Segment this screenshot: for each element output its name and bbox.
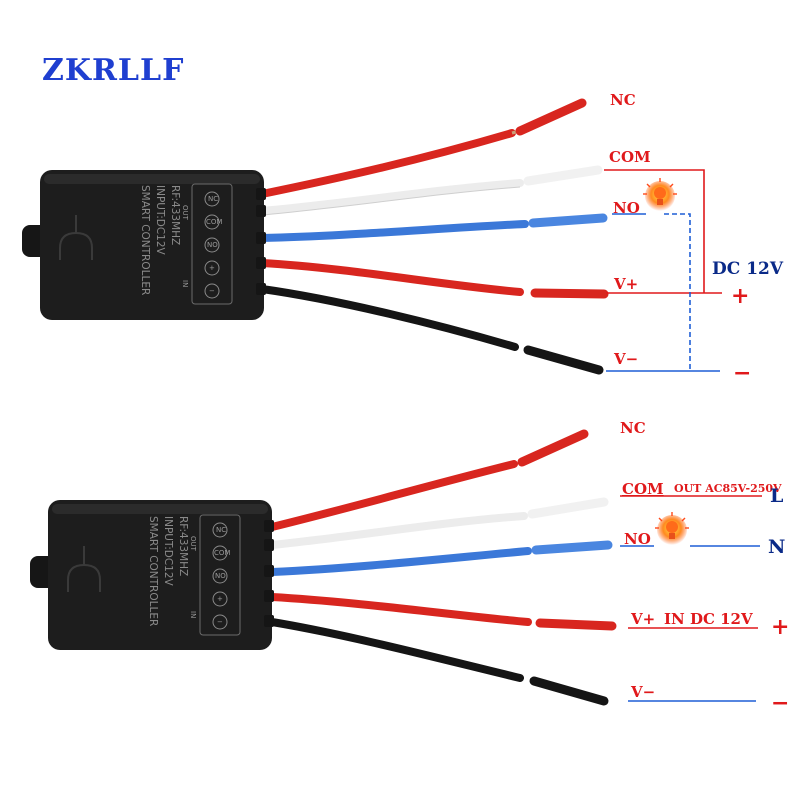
bottom-n-label: N xyxy=(768,536,785,558)
light-bulb-icon xyxy=(655,512,689,545)
nc-wire-tip xyxy=(515,98,587,136)
top-vplus-label: V+ xyxy=(613,275,638,293)
light-bulb-icon xyxy=(643,178,677,211)
terminal-no: NO xyxy=(207,241,218,249)
top-com-label: COM xyxy=(609,148,651,166)
vminus-wire-tip xyxy=(523,345,604,375)
top-vminus-label: V− xyxy=(613,350,638,368)
terminal-in-label: IN xyxy=(189,611,197,618)
terminal-nc: NC xyxy=(208,195,218,203)
bottom-controller: SMART CONTROLLER INPUT:DC12V RF:433MHZ O… xyxy=(30,500,274,650)
top-wires xyxy=(258,98,609,375)
terminal-circles xyxy=(212,522,228,630)
terminal-out-label: OUT xyxy=(181,205,189,221)
top-unit: SMART CONTROLLER INPUT:DC12V RF:433MHZ O… xyxy=(22,91,784,386)
vminus-wire-tip xyxy=(529,676,609,706)
top-minus-sign: − xyxy=(733,360,751,386)
terminal-circles xyxy=(204,191,220,299)
terminal-in-label: IN xyxy=(181,280,189,287)
bottom-minus-sign: − xyxy=(771,690,789,716)
com-wire-tip xyxy=(527,497,609,519)
no-wire-tip xyxy=(528,213,608,228)
no-wire xyxy=(258,220,529,242)
terminal-plus: + xyxy=(209,264,215,272)
com-wire xyxy=(268,512,528,549)
controller-line3: RF:433MHZ xyxy=(169,185,181,245)
top-supply-label: DC 12V xyxy=(712,259,784,279)
bottom-wires xyxy=(268,429,617,706)
terminal-com: COM xyxy=(214,549,230,557)
bottom-in-dc-label: IN DC 12V xyxy=(664,610,753,628)
controller-line3: RF:433MHZ xyxy=(177,516,189,576)
terminal-plus: + xyxy=(217,595,223,603)
top-plus-sign: + xyxy=(731,283,749,309)
bottom-com-label: COM xyxy=(622,480,664,498)
bottom-circuit-lines xyxy=(620,495,762,702)
bottom-vminus-label: V− xyxy=(630,683,655,701)
controller-line2: INPUT:DC12V xyxy=(162,516,174,587)
controller-line1: SMART CONTROLLER xyxy=(147,516,159,626)
vminus-wire xyxy=(258,285,519,351)
terminal-minus: − xyxy=(209,287,215,295)
terminal-out-label: OUT xyxy=(189,536,197,552)
com-wire-tip xyxy=(523,165,603,186)
com-wire xyxy=(258,179,524,215)
terminal-nc: NC xyxy=(216,526,226,534)
vplus-wire-tip xyxy=(530,288,609,299)
bottom-l-label: L xyxy=(770,485,783,507)
bottom-vplus-label: V+ xyxy=(630,610,655,628)
terminal-minus: − xyxy=(217,618,223,626)
vminus-wire xyxy=(268,618,524,682)
top-no-label: NO xyxy=(613,199,640,217)
bottom-plus-sign: + xyxy=(771,614,789,640)
top-nc-label: NC xyxy=(610,91,636,109)
bottom-no-label: NO xyxy=(624,530,651,548)
vplus-wire xyxy=(268,593,532,626)
nc-wire xyxy=(258,129,516,198)
no-wire xyxy=(268,547,532,576)
terminal-com: COM xyxy=(206,218,222,226)
top-circuit-lines xyxy=(604,169,722,372)
brand-logo: ZKRLLF xyxy=(42,53,184,88)
nc-wire-tip xyxy=(517,429,589,467)
com-wire-outline xyxy=(261,186,521,216)
nc-wire xyxy=(268,460,518,531)
bottom-com-out-label: OUT AC85V-250V xyxy=(674,482,782,495)
top-controller: SMART CONTROLLER INPUT:DC12V RF:433MHZ O… xyxy=(22,170,266,320)
no-wire-tip xyxy=(531,540,613,555)
bottom-nc-label: NC xyxy=(620,419,646,437)
bottom-unit: SMART CONTROLLER INPUT:DC12V RF:433MHZ O… xyxy=(30,419,789,716)
vplus-wire-tip xyxy=(535,618,617,631)
controller-line1: SMART CONTROLLER xyxy=(139,185,151,295)
vplus-wire xyxy=(258,259,524,296)
terminal-no: NO xyxy=(215,572,226,580)
controller-line2: INPUT:DC12V xyxy=(154,185,166,256)
